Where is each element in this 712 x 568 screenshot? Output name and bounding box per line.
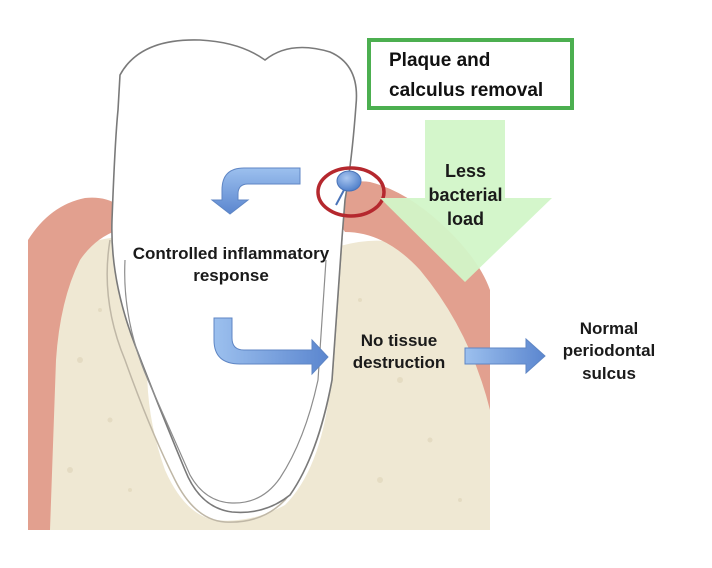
result-label-line-3: sulcus — [582, 363, 636, 383]
down-arrow — [380, 120, 552, 282]
down-arrow-label-line-3: load — [446, 208, 484, 229]
plaque-stem — [335, 189, 345, 206]
bone-texture — [67, 298, 462, 502]
inflammation-label-line-1: Controlled inflammatory — [132, 244, 330, 263]
result-label-line-1: Normal — [579, 319, 639, 338]
curved-arrow-top — [210, 167, 301, 215]
curved-arrow-bottom — [213, 317, 329, 376]
result-label: Normal periodontal sulcus — [548, 318, 670, 385]
tooth — [111, 39, 358, 514]
gingiva-left — [28, 197, 118, 531]
inflammation-label: Controlled inflammatory response — [100, 243, 362, 288]
down-arrow-label-line-2: bacterial — [428, 184, 503, 205]
plaque-removal-box: Plaque and calculus removal — [367, 38, 574, 110]
inflammation-label-line-2: response — [193, 266, 269, 286]
plaque-dot — [336, 170, 362, 192]
tissue-label-line-2: destruction — [352, 353, 446, 373]
box-line-2: calculus removal — [389, 80, 544, 101]
tissue-label-line-1: No tissue — [360, 331, 438, 350]
result-arrow — [464, 337, 546, 375]
highlight-circle — [316, 166, 386, 218]
down-arrow-label: Less bacterial load — [418, 160, 513, 231]
down-arrow-label-line-1: Less — [444, 161, 487, 181]
tissue-label: No tissue destruction — [334, 330, 464, 375]
result-label-line-2: periodontal — [562, 341, 656, 361]
box-line-1: Plaque and — [389, 50, 491, 71]
root-inner-line — [124, 259, 327, 504]
